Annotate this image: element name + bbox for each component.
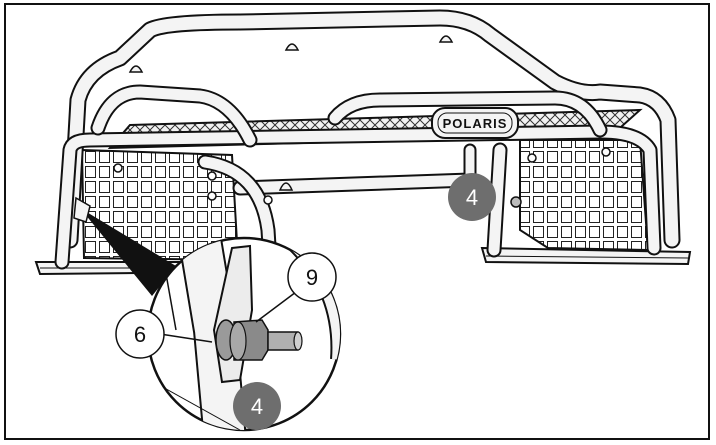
- bracket-bolt-icon: [510, 196, 522, 208]
- right-base-plate: [480, 246, 692, 266]
- back-hoop-tube: [61, 9, 681, 249]
- detail-pointer: [73, 196, 176, 296]
- front-left-hoop: [90, 84, 258, 148]
- brand-badge-text: POLARIS: [443, 116, 508, 131]
- leader-line-9: [255, 291, 297, 323]
- callout-bracket-main-label: 4: [466, 185, 478, 210]
- callout-washer-label: 6: [134, 322, 146, 347]
- cross-bar: [232, 172, 478, 196]
- brand-badge: POLARIS: [431, 107, 519, 139]
- callout-detail-bracket: 4: [233, 382, 281, 430]
- callout-nut: 9: [287, 252, 337, 302]
- front-right-hoop: [327, 90, 608, 138]
- callout-washer: 6: [115, 309, 165, 359]
- callout-bracket-main: 4: [448, 173, 496, 221]
- mounting-tabs: [128, 35, 454, 191]
- front-left-upright: [197, 154, 278, 270]
- right-grid-panel: [519, 139, 650, 252]
- leader-lines: [159, 291, 297, 343]
- callout-nut-label: 9: [306, 265, 318, 290]
- bolt-nut-washer-icon: [215, 319, 303, 361]
- callout-detail-bracket-label: 4: [251, 394, 263, 419]
- leader-line-6: [159, 333, 213, 343]
- side-rail-tube: [54, 124, 662, 270]
